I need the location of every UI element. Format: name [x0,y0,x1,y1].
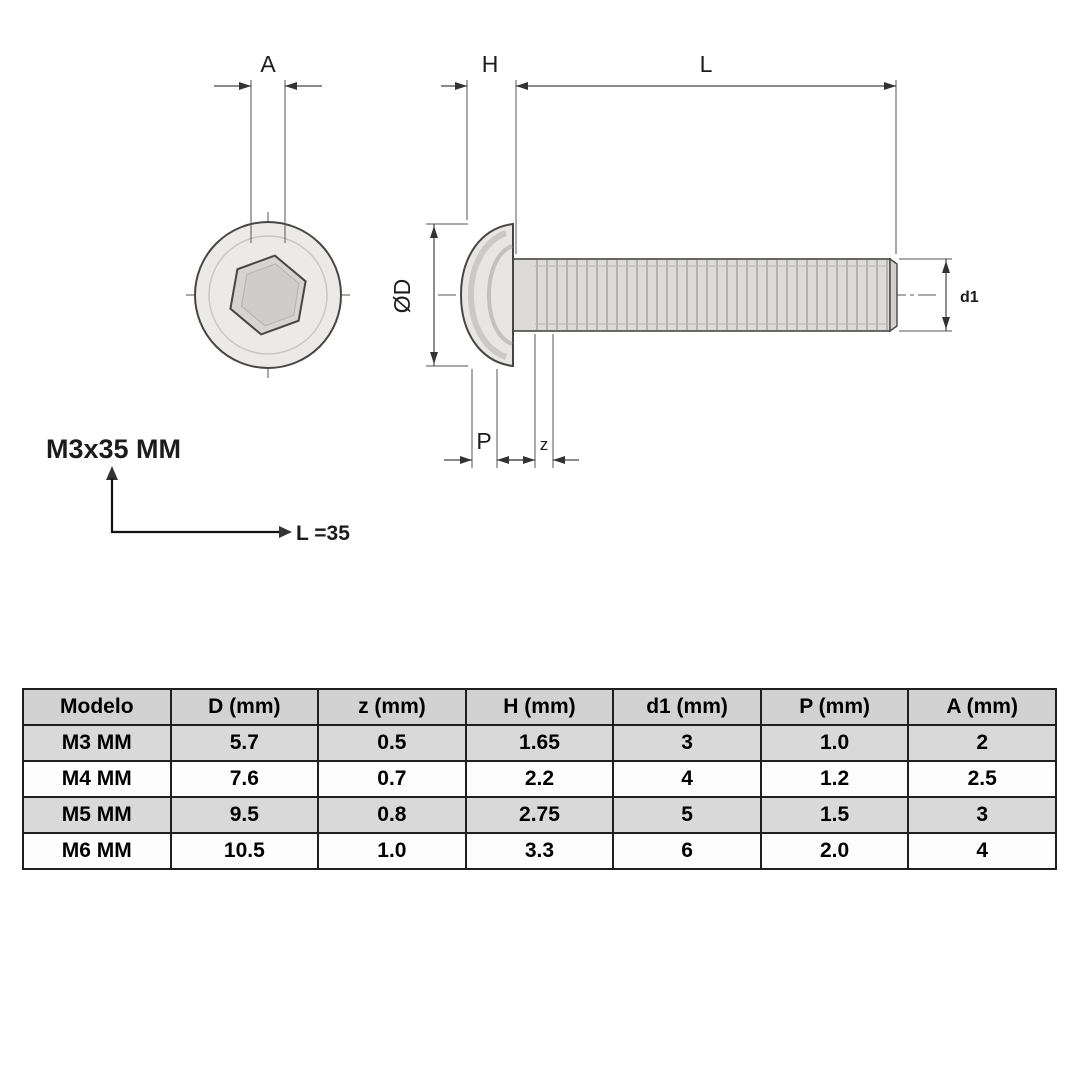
arrow-od-bottom [430,352,438,364]
arrow-l-left [516,82,528,90]
dim-label-d1: d1 [960,289,979,306]
dim-label-l: L [700,51,713,77]
cell-h: 3.3 [464,832,615,870]
cell-d: 5.7 [169,724,320,762]
header-p: P (mm) [759,688,910,726]
cell-z: 0.7 [317,760,467,798]
cell-model: M5 MM [22,796,172,834]
cell-h: 2.75 [464,796,615,834]
dim-label-p: P [476,428,491,454]
arrow-a-left [239,82,251,90]
arrow-z-right [553,456,565,464]
cell-d1: 4 [612,760,762,798]
table-row-m4: M4 MM 7.6 0.7 2.2 4 1.2 2.5 [22,760,1057,798]
screw-shaft [512,258,891,332]
cell-model: M4 MM [22,760,172,798]
spec-table: Modelo D (mm) z (mm) H (mm) d1 (mm) P (m… [22,688,1057,870]
dim-label-z: z [540,435,549,454]
arrow-p-right [497,456,509,464]
dimension-l: L [515,51,897,254]
arrow-a-right [285,82,297,90]
cell-d: 7.6 [169,760,320,798]
header-d1: d1 (mm) [612,688,762,726]
header-z: z (mm) [317,688,467,726]
arrow-h [455,82,467,90]
cell-p: 2.0 [759,832,910,870]
dimension-z: z [509,334,579,468]
dimension-d1: d1 [899,258,979,332]
arrow-z-left [523,456,535,464]
head-shading-arc-2 [486,244,513,346]
head-chamfer-circle [208,235,328,355]
model-annotation: M3x35 MM L =35 [46,434,350,545]
cell-h: 1.65 [464,724,615,762]
length-label: L =35 [296,522,350,545]
dimension-od: ØD [389,223,468,367]
head-shading-arc-1 [467,230,508,360]
table-row-m6: M6 MM 10.5 1.0 3.3 6 2.0 4 [22,832,1057,870]
thread-lines [536,260,888,330]
cell-d: 9.5 [169,796,320,834]
arrow-l-right [884,82,896,90]
arrow-annotation-up [106,466,118,480]
cell-p: 1.2 [759,760,910,798]
dimension-h: H [441,51,498,220]
cell-z: 1.0 [317,832,467,870]
header-d: D (mm) [169,688,320,726]
arrow-d1-top [942,261,950,273]
hex-socket-inner-shade [240,263,300,327]
dim-label-od: ØD [389,279,415,314]
side-view [438,222,940,368]
header-modelo: Modelo [22,688,172,726]
spec-table-body: M3 MM 5.7 0.5 1.65 3 1.0 2 M4 MM 7.6 0.7… [22,724,1057,870]
arrow-od-top [430,226,438,238]
cell-d1: 5 [612,796,762,834]
arrow-annotation-right [279,526,292,538]
dim-label-a: A [260,51,276,77]
dimension-p: P [444,369,525,468]
arrow-p-left [460,456,472,464]
annotation-leader-line [110,478,280,534]
shaft-end-chamfer [889,257,898,333]
model-label: M3x35 MM [46,434,181,464]
cell-h: 2.2 [464,760,615,798]
cell-a: 2 [907,724,1057,762]
arrow-d1-bottom [942,317,950,329]
screw-drawing-svg: A H L [46,51,979,545]
header-row: Modelo D (mm) z (mm) H (mm) d1 (mm) P (m… [22,688,1057,726]
technical-drawing: A H L [46,51,979,545]
cell-model: M3 MM [22,724,172,762]
header-a: A (mm) [907,688,1057,726]
cell-p: 1.0 [759,724,910,762]
cell-d1: 6 [612,832,762,870]
cell-z: 0.5 [317,724,467,762]
front-view [186,212,350,378]
spec-table-header: Modelo D (mm) z (mm) H (mm) d1 (mm) P (m… [22,688,1057,726]
table-row-m3: M3 MM 5.7 0.5 1.65 3 1.0 2 [22,724,1057,762]
cell-a: 3 [907,796,1057,834]
cell-p: 1.5 [759,796,910,834]
cell-d1: 3 [612,724,762,762]
dim-label-h: H [482,51,499,77]
table-row-m5: M5 MM 9.5 0.8 2.75 5 1.5 3 [22,796,1057,834]
dimension-a: A [214,51,322,243]
cell-a: 4 [907,832,1057,870]
thread-crest-lines [535,265,888,325]
cell-d: 10.5 [169,832,320,870]
header-h: H (mm) [464,688,615,726]
cell-z: 0.8 [317,796,467,834]
cell-model: M6 MM [22,832,172,870]
cell-a: 2.5 [907,760,1057,798]
